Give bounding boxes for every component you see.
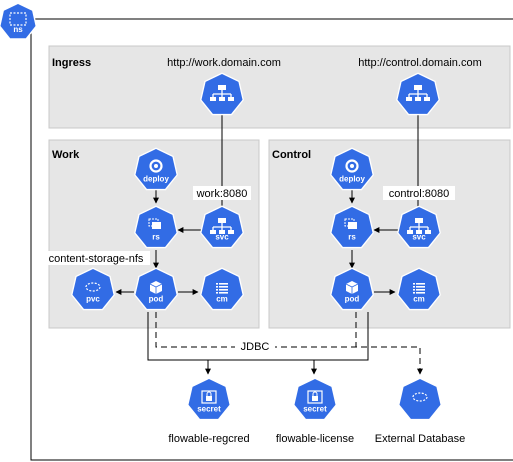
control-svc-icon-label: svc: [412, 233, 426, 242]
ingress-group-title: Ingress: [52, 57, 91, 69]
work-pvc-icon-label: pvc: [86, 295, 100, 304]
control-deploy-icon-shape: [331, 149, 373, 189]
jdbc-label: JDBC: [241, 341, 270, 353]
storage-label: content-storage-nfs: [49, 253, 144, 265]
work-rs-icon-label: rs: [152, 233, 160, 242]
work-group-title: Work: [52, 149, 80, 161]
control-svc-port-label: control:8080: [389, 188, 450, 200]
work-pvc-icon-shape: [72, 269, 114, 309]
control-pod-to-secrets-line: [208, 312, 369, 361]
regcred-label: flowable-regcred: [168, 433, 249, 445]
work-deploy-icon-shape: [135, 149, 177, 189]
license-label: flowable-license: [276, 433, 354, 445]
control-url-label: http://control.domain.com: [358, 57, 482, 69]
work-ingress-icon: [200, 72, 244, 116]
storage-label-bg: [42, 251, 150, 265]
work-cm-icon-label: cm: [216, 295, 228, 304]
work-svc-port-label: work:8080: [196, 188, 248, 200]
regcred-secret-icon: secret: [187, 377, 231, 421]
work-pvc-icon: pvc: [71, 267, 115, 311]
jdbc-label-bg: [235, 339, 275, 353]
work-rs-icon: rs: [134, 205, 178, 249]
control-panel: [268, 139, 511, 329]
work-pod-icon-label: pod: [149, 295, 164, 304]
control-cm-icon-label: cm: [413, 295, 425, 304]
work-cm-icon-shape: [201, 269, 243, 309]
control-svc-port-bg: [383, 186, 455, 200]
control-pod-icon: pod: [330, 267, 374, 311]
control-deploy-icon: deploy: [330, 147, 374, 191]
work-deploy-icon-label: deploy: [143, 175, 169, 184]
work-url-label: http://work.domain.com: [167, 57, 281, 69]
control-ingress-icon: [396, 72, 440, 116]
k8s-icons-layer: ns deploy rs svc pvc pod cm deploy rs svc pod cm sec…: [0, 2, 442, 421]
namespace-icon: ns: [0, 2, 37, 40]
control-pod-icon-label: pod: [345, 295, 360, 304]
control-rs-icon: rs: [330, 205, 374, 249]
control-cm-icon: cm: [397, 267, 441, 311]
external-db-icon: [398, 377, 442, 421]
control-cm-icon-shape: [398, 269, 440, 309]
namespace-icon-shape: [0, 4, 36, 39]
jdbc-dashed-arrow: [155, 312, 423, 375]
namespace-icon-label: ns: [13, 25, 23, 34]
work-svc-icon: svc: [200, 205, 244, 249]
external-db-icon-shape: [399, 379, 441, 419]
license-secret-icon-label: secret: [303, 405, 327, 414]
control-deploy-icon-label: deploy: [339, 175, 365, 184]
work-svc-port-bg: [193, 186, 251, 200]
control-rs-icon-label: rs: [348, 233, 356, 242]
work-pod-to-regcred-arrow: [147, 312, 211, 375]
control-svc-icon: svc: [397, 205, 441, 249]
license-secret-icon: secret: [293, 377, 337, 421]
control-group-title: Control: [272, 149, 311, 161]
work-cm-icon: cm: [200, 267, 244, 311]
work-pod-icon: pod: [134, 267, 178, 311]
work-deploy-icon: deploy: [134, 147, 178, 191]
regcred-secret-icon-label: secret: [197, 405, 221, 414]
external-db-label: External Database: [375, 433, 466, 445]
work-svc-icon-label: svc: [215, 233, 229, 242]
